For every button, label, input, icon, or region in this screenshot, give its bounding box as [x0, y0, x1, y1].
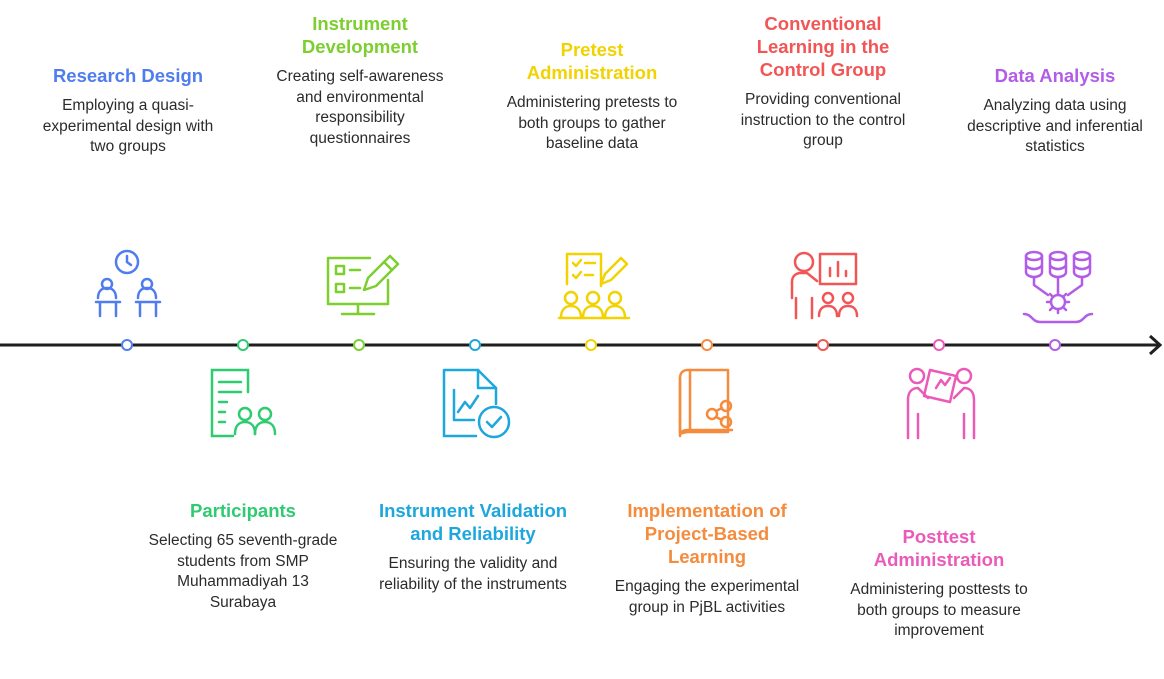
timeline-arrowhead: [1148, 334, 1163, 356]
roster-document-icon: [210, 368, 277, 438]
timeline-dot-4: [469, 339, 481, 351]
step-title: Implementation of Project-Based Learning: [627, 500, 787, 567]
checklist-group-icon: [557, 252, 631, 320]
timeline-dot-9: [1049, 339, 1061, 351]
step-description: Creating self-awareness and environmenta…: [276, 68, 444, 147]
timeline-dot-7: [817, 339, 829, 351]
step-title: Research Design: [52, 65, 204, 86]
step-data-analysis: Data Analysis Analyzing data using descr…: [960, 64, 1150, 158]
step-posttest-administration: Posttest Administration Administering po…: [844, 525, 1034, 642]
step-conventional-learning: Conventional Learning in the Control Gro…: [728, 12, 918, 152]
step-implementation-pjbl: Implementation of Project-Based Learning…: [612, 499, 802, 618]
book-share-icon: [678, 368, 734, 438]
step-participants: Participants Selecting 65 seventh-grade …: [148, 499, 338, 613]
step-instrument-development: Instrument Development Creating self-awa…: [265, 12, 455, 149]
step-title: Posttest Administration: [873, 526, 1005, 570]
timeline-dot-1: [121, 339, 133, 351]
monitor-edit-icon: [326, 254, 400, 316]
step-title: Data Analysis: [994, 65, 1116, 86]
step-description: Selecting 65 seventh-grade students from…: [148, 532, 338, 611]
step-research-design: Research Design Employing a quasi-experi…: [33, 64, 223, 158]
chart-check-icon: [442, 368, 511, 439]
step-title: Instrument Development: [301, 13, 419, 57]
step-instrument-validation: Instrument Validation and Reliability En…: [378, 499, 568, 595]
timeline-dot-8: [933, 339, 945, 351]
step-pretest-administration: Pretest Administration Administering pre…: [497, 38, 687, 155]
timeline-dot-6: [701, 339, 713, 351]
step-title: Pretest Administration: [526, 39, 658, 83]
classroom-clock-icon: [94, 249, 162, 318]
step-title: Conventional Learning in the Control Gro…: [756, 13, 890, 80]
timeline-dot-3: [353, 339, 365, 351]
step-description: Employing a quasi-experimental design wi…: [42, 97, 214, 155]
people-chart-icon: [906, 367, 976, 440]
step-title: Instrument Validation and Reliability: [378, 500, 568, 544]
step-description: Ensuring the validity and reliability of…: [379, 555, 567, 593]
step-description: Engaging the experimental group in PjBL …: [614, 578, 800, 616]
step-description: Analyzing data using descriptive and inf…: [967, 97, 1143, 155]
timeline-dot-2: [237, 339, 249, 351]
presentation-board-icon: [790, 251, 859, 320]
step-description: Administering pretests to both groups to…: [506, 94, 678, 152]
database-analysis-icon: [1022, 250, 1094, 324]
step-title: Participants: [190, 500, 296, 521]
step-description: Providing conventional instruction to th…: [740, 91, 906, 149]
timeline-dot-5: [585, 339, 597, 351]
step-description: Administering posttests to both groups t…: [850, 581, 1028, 639]
